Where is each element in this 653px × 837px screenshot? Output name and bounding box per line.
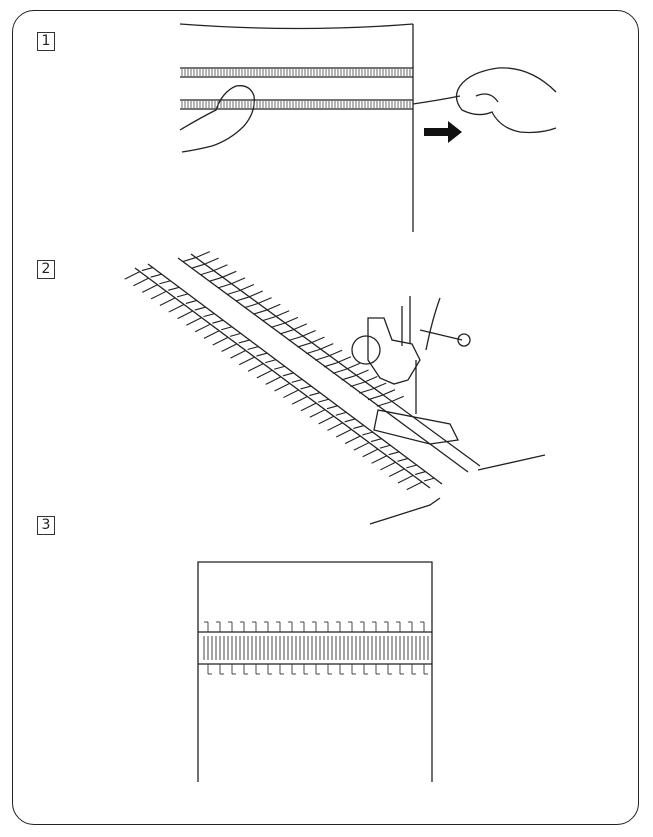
- step-1-badge: 1: [37, 32, 55, 51]
- step-3-badge: 3: [37, 516, 55, 535]
- step-2-badge: 2: [37, 260, 55, 279]
- instruction-panel: [12, 10, 639, 825]
